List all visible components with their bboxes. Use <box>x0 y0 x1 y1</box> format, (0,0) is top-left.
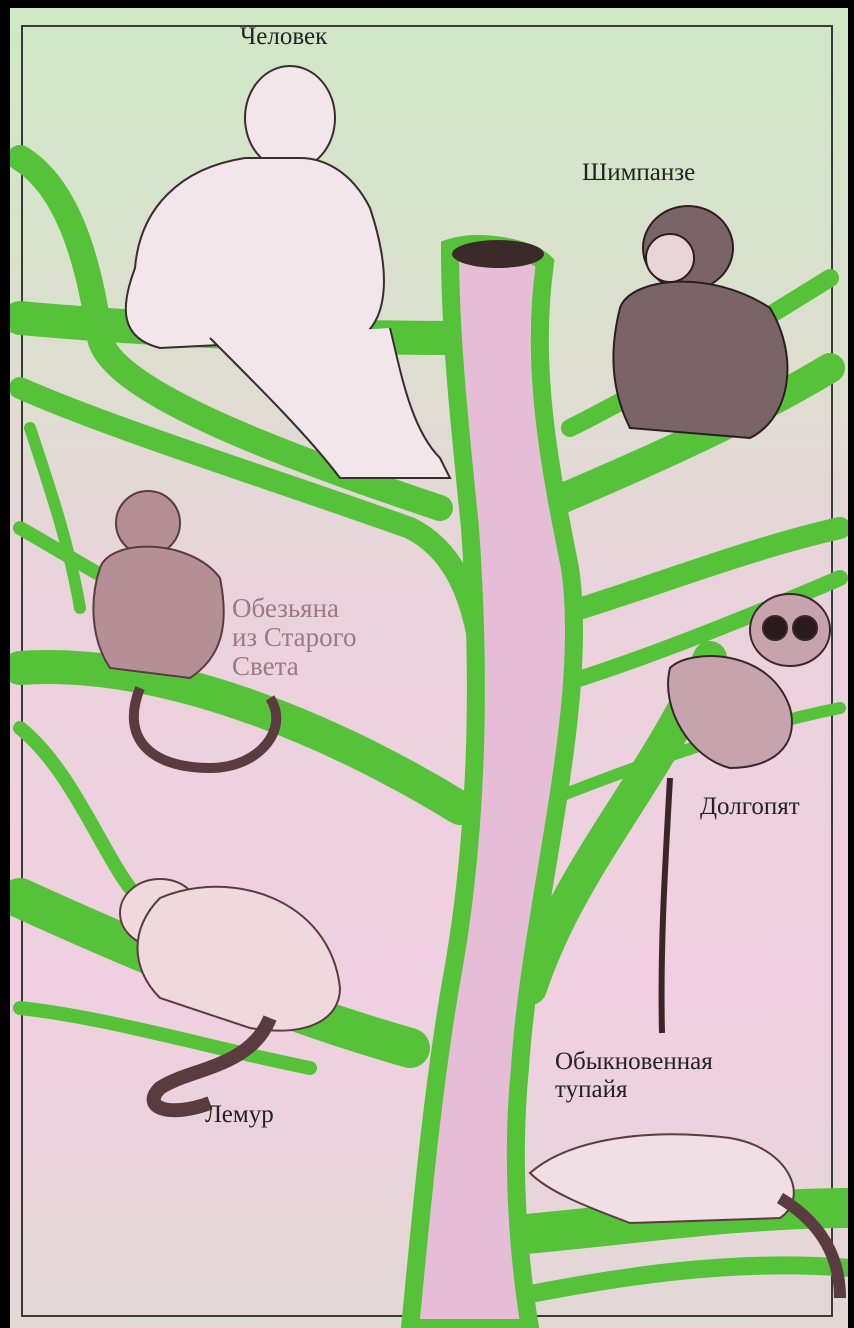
label-tree-shrew: Обыкновенная тупайя <box>555 1048 713 1103</box>
label-old-world-monkey-line-2: из Старого <box>232 623 432 652</box>
label-old-world-monkey-line-1: Обезьяна <box>232 594 432 623</box>
label-old-world-monkey: Обезьяна из Старого Света <box>232 594 432 681</box>
label-tree-shrew-line-2: тупайя <box>555 1076 713 1104</box>
trunk-top-cut <box>452 240 544 268</box>
page: Человек Шимпанзе Обезьяна из Старого Све… <box>10 8 848 1328</box>
label-chimpanzee: Шимпанзе <box>582 160 695 185</box>
label-tree-shrew-line-1: Обыкновенная <box>555 1048 713 1076</box>
label-lemur: Лемур <box>205 1102 274 1127</box>
label-old-world-monkey-line-3: Света <box>232 652 432 681</box>
label-tarsier: Долгопят <box>700 794 800 819</box>
label-human: Человек <box>240 24 327 49</box>
